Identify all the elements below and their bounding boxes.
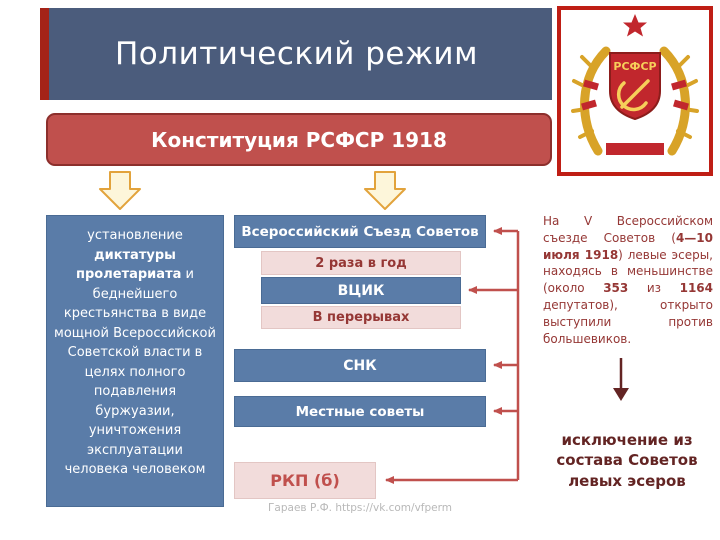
- box-local-label: Местные советы: [295, 403, 425, 420]
- box-vcik: ВЦИК: [261, 277, 461, 304]
- box-frequency: 2 раза в год: [261, 251, 461, 275]
- left-description: установление диктатуры пролетариата и бе…: [46, 215, 224, 507]
- constitution-heading: Конституция РСФСР 1918: [46, 113, 552, 166]
- connector-arrows: [385, 227, 520, 484]
- wheat-right-icon: [659, 46, 690, 156]
- box-between-label: В перерывах: [312, 310, 410, 325]
- box-congress-label: Всероссийский Съезд Советов: [241, 223, 479, 240]
- box-frequency-label: 2 раза в год: [315, 255, 407, 271]
- sickle-icon: [616, 81, 648, 112]
- note-part: ) левые эсеры, находясь в меньшинстве (о…: [543, 247, 713, 296]
- note-part: из: [628, 281, 680, 296]
- down-arrow-center-icon: [364, 171, 406, 210]
- footer-credit: Гараев Р.Ф. https://vk.com/vfperm: [268, 502, 452, 514]
- emblem-label: РСФСР: [613, 60, 656, 73]
- wheat-spikes-right-icon: [676, 55, 699, 139]
- box-snk-label: СНК: [343, 357, 377, 374]
- box-between-sessions: В перерывах: [261, 306, 461, 329]
- down-arrow-left-icon: [99, 171, 141, 210]
- box-rkp: РКП (б): [234, 462, 376, 499]
- wheat-left-icon: [580, 46, 611, 156]
- title-box: Политический режим: [40, 8, 552, 100]
- box-rkp-label: РКП (б): [270, 471, 340, 490]
- note-part: На V Всероссийском съезде Советов (: [543, 214, 713, 245]
- note-bold: 353: [603, 281, 629, 296]
- hammer-icon: [620, 79, 650, 109]
- box-local-soviets: Местные советы: [234, 396, 486, 427]
- down-arrow-right-icon: [613, 358, 629, 401]
- note-bold: 1164: [679, 281, 713, 296]
- wheat-spikes-left-icon: [571, 55, 594, 139]
- star-icon: [623, 14, 647, 37]
- box-vcik-label: ВЦИК: [337, 282, 385, 299]
- ribbon-banner-icon: [606, 143, 664, 155]
- note-bold: 4—10 июля 1918: [543, 230, 713, 262]
- box-congress: Всероссийский Съезд Советов: [234, 215, 486, 248]
- page-title: Политический режим: [115, 36, 478, 72]
- note-part: депутатов), открыто выступили против бол…: [543, 297, 713, 346]
- box-snk: СНК: [234, 349, 486, 382]
- left-text-part: установление: [87, 228, 183, 243]
- emblem-box: РСФСР: [557, 6, 713, 176]
- ribbon-wraps-icon: [581, 79, 689, 111]
- constitution-title: Конституция РСФСР 1918: [151, 127, 447, 152]
- conclusion-text: исключение из состава Советов левых эсер…: [556, 431, 698, 490]
- right-note: На V Всероссийском съезде Советов (4—10 …: [543, 213, 713, 347]
- rsfsr-emblem-icon: РСФСР: [571, 14, 699, 156]
- left-text-part: и беднейшего крестьянства в виде мощной …: [54, 267, 216, 477]
- left-text-bold: диктатуры пролетариата: [76, 247, 182, 283]
